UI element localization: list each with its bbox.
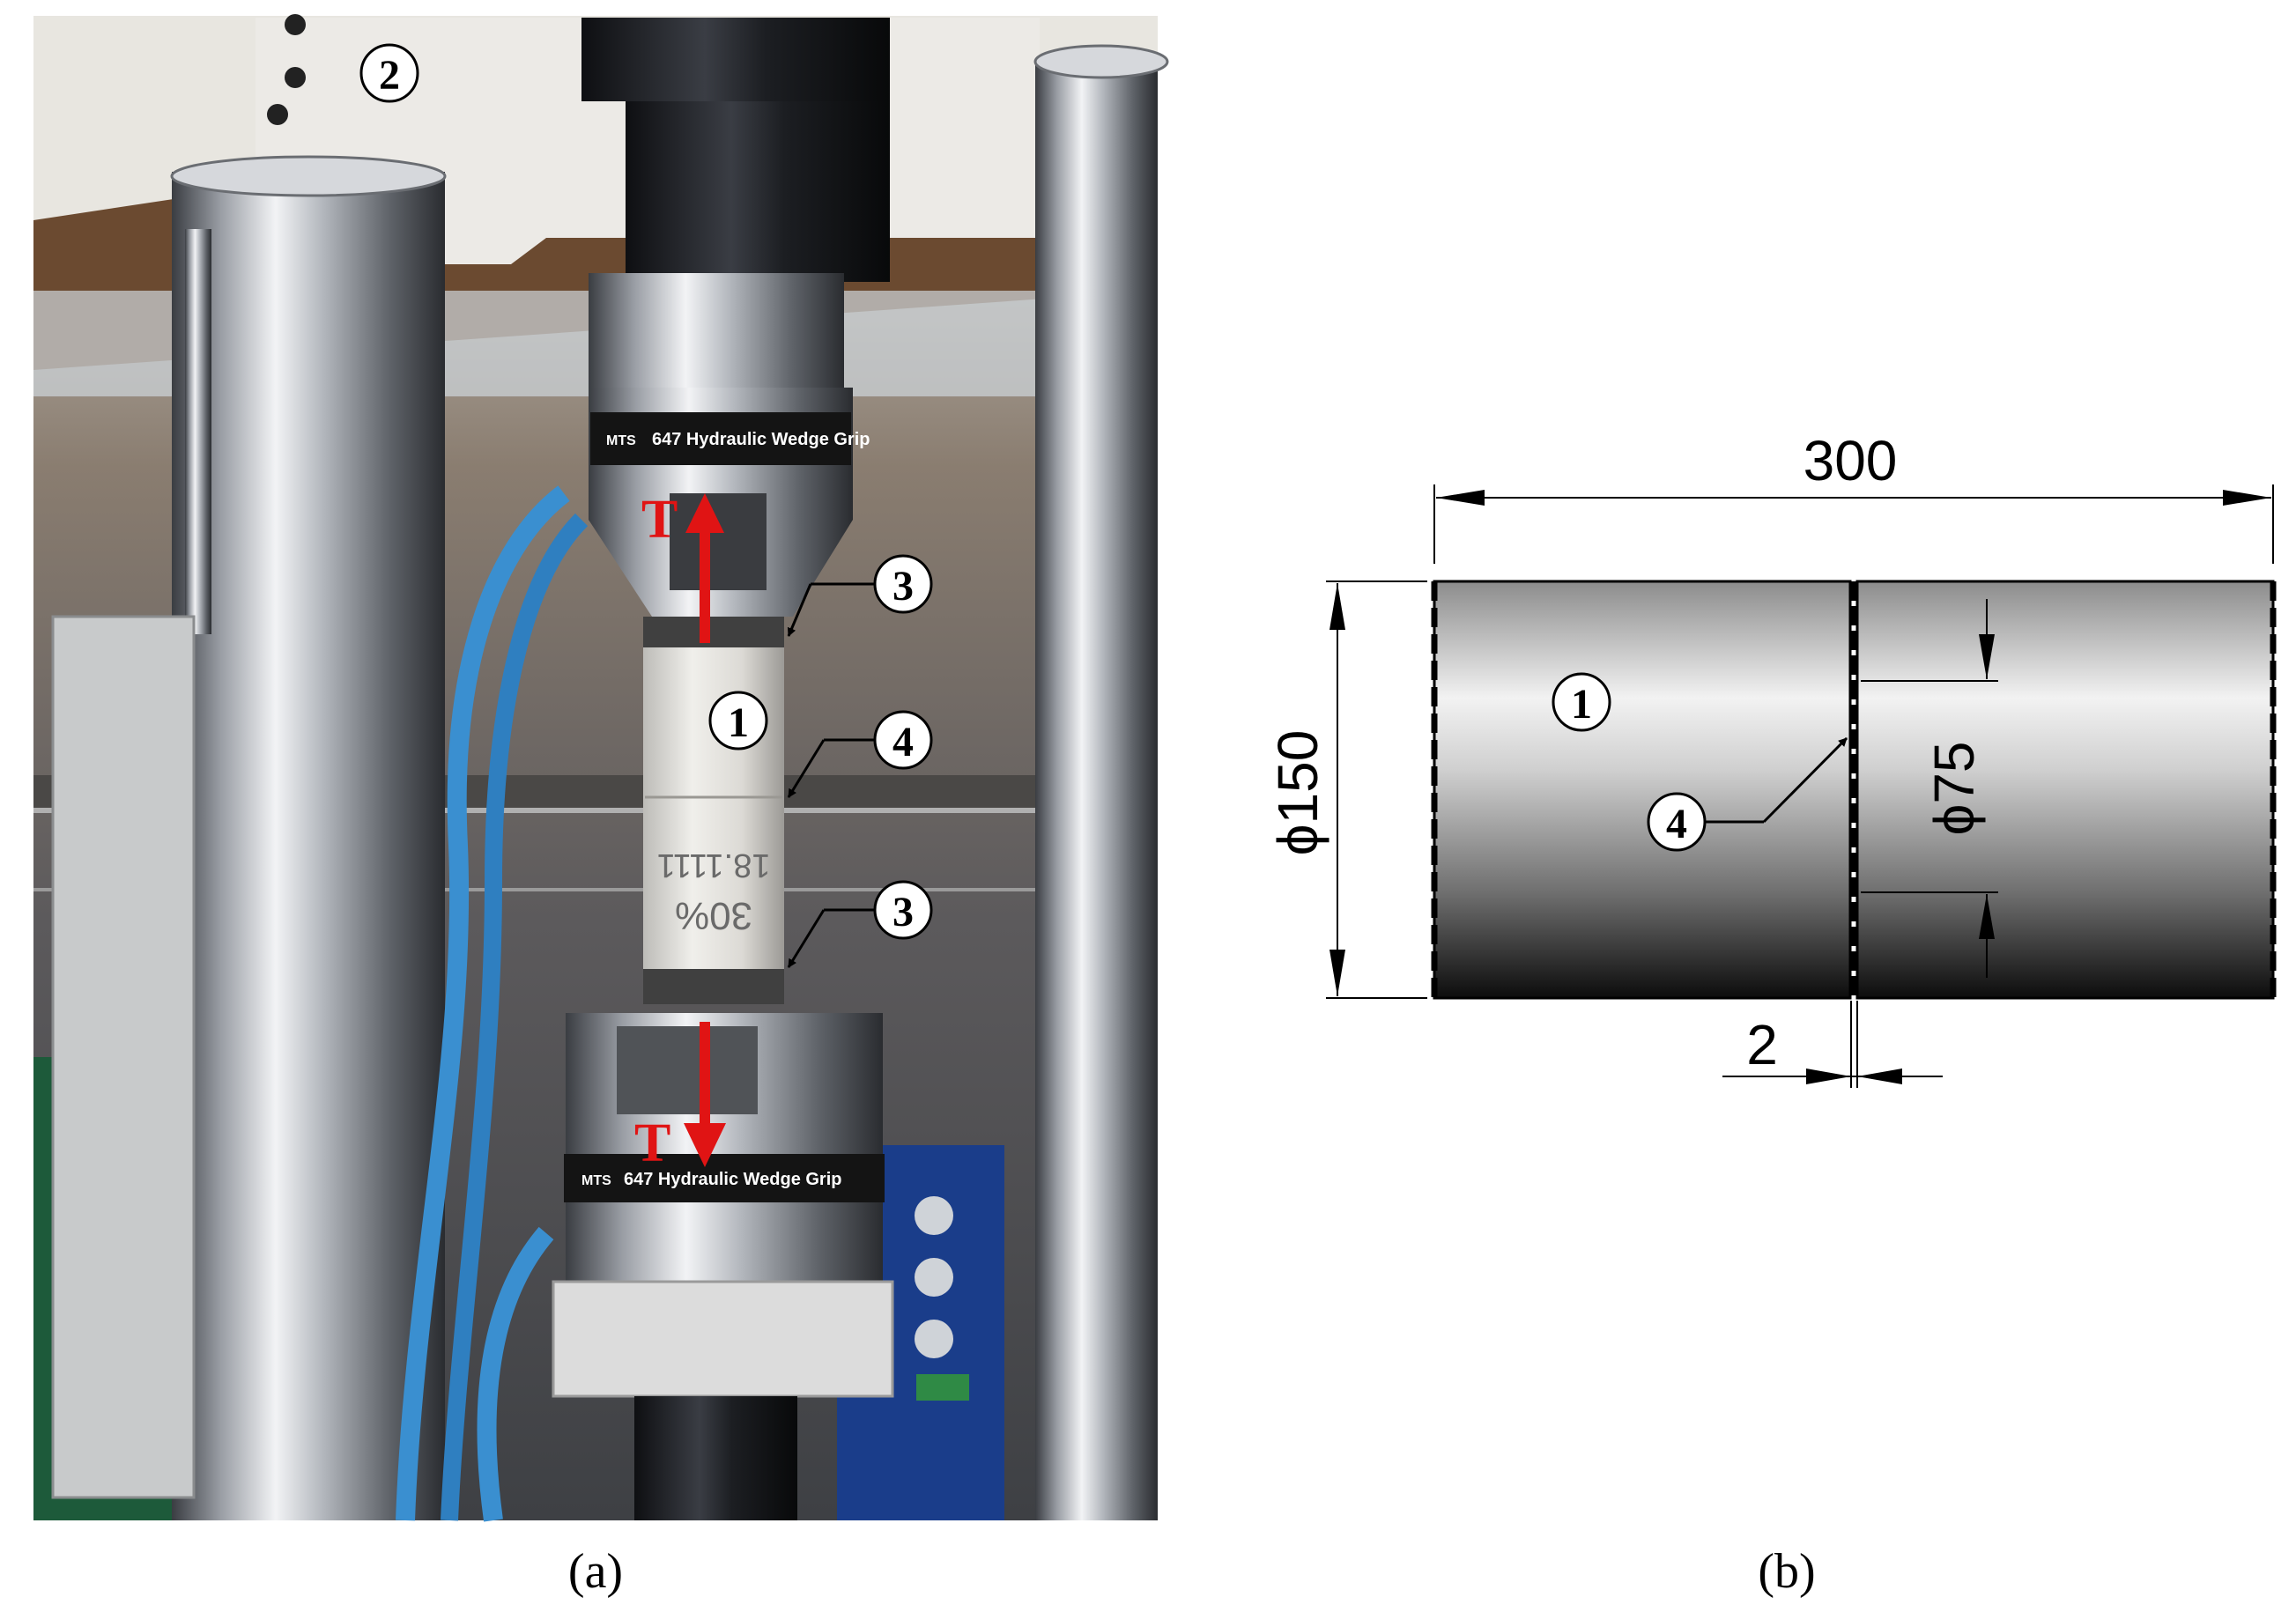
cabinet-dial-2 xyxy=(915,1258,953,1297)
specimen-marking-2: 30% xyxy=(675,894,752,937)
svg-text:1: 1 xyxy=(728,699,749,746)
svg-text:2: 2 xyxy=(379,52,400,99)
hydraulic-hose-3 xyxy=(477,1226,554,1522)
hydraulic-hose-2 xyxy=(441,513,589,1521)
callout-machine-frame: 2 xyxy=(359,43,419,103)
guide-cylinder xyxy=(51,615,196,1499)
force-arrow-bottom: T xyxy=(634,1022,726,1173)
load-cell xyxy=(634,1396,797,1520)
caption-b: (b) xyxy=(1758,1544,1815,1599)
frame-bolt-1 xyxy=(285,14,306,35)
guide-rod xyxy=(185,229,211,634)
specimen-core xyxy=(643,647,784,969)
cabinet-dial-1 xyxy=(915,1196,953,1235)
dim-150-label: ϕ150 xyxy=(1266,730,1329,856)
panel-b-drawing: 300 ϕ150 ϕ75 2 1 4 xyxy=(1266,429,2277,1088)
lower-grip-label: 647 Hydraulic Wedge Grip xyxy=(624,1170,842,1189)
right-column xyxy=(1035,62,1158,1520)
upper-grip-window xyxy=(670,493,767,590)
callout-cap-top: 3 xyxy=(787,554,933,637)
right-column-top xyxy=(1033,44,1169,79)
panel-a-photo: MTS 647 Hydraulic Wedge Grip 18.1111 30%… xyxy=(33,14,1169,1522)
caption-a: (a) xyxy=(568,1544,623,1599)
force-arrow-top: T xyxy=(641,490,724,643)
upper-grip-brand: MTS xyxy=(606,433,636,448)
cylinder-half-left xyxy=(1433,580,1852,1000)
cabinet-display xyxy=(916,1374,969,1401)
svg-text:3: 3 xyxy=(892,563,914,610)
callout-cap-bottom: 3 xyxy=(787,880,933,968)
lower-grip-brand: MTS xyxy=(581,1173,611,1188)
dim-2-label: 2 xyxy=(1746,1013,1778,1076)
cabinet-dial-3 xyxy=(915,1320,953,1358)
specimen-cap-bottom xyxy=(643,969,784,1004)
hydraulic-hose-1 xyxy=(396,485,570,1521)
frame-bolt-2 xyxy=(285,67,306,88)
force-label-bottom: T xyxy=(634,1113,670,1173)
cylinder-half-right xyxy=(1855,580,2275,1000)
dim-75-label: ϕ75 xyxy=(1922,741,1986,835)
frame-bolt-3 xyxy=(267,104,288,125)
upper-grip-collar xyxy=(589,273,844,388)
dim-2-arrow-left xyxy=(1806,1069,1851,1084)
specimen-marking-1: 18.1111 xyxy=(657,847,771,884)
specimen-cap-top xyxy=(643,617,784,650)
dim-75-arrow-top xyxy=(1979,634,1995,679)
lower-grip-base xyxy=(552,1280,894,1398)
lower-grip-band xyxy=(564,1154,885,1202)
lower-grip-window xyxy=(617,1026,758,1114)
dim-150-arrow-top xyxy=(1329,583,1345,630)
callout-b-notch: 4 xyxy=(1647,736,1848,852)
left-column xyxy=(172,172,445,1520)
actuator-ring xyxy=(581,18,890,101)
dim-150-arrow-bottom xyxy=(1329,950,1345,996)
callout-specimen: 1 xyxy=(708,691,768,751)
force-label-top: T xyxy=(641,490,678,550)
dim-2-arrow-right xyxy=(1857,1069,1902,1084)
dim-300-arrow-left xyxy=(1436,490,1485,506)
upper-grip-band xyxy=(590,412,851,465)
callout-b-specimen: 1 xyxy=(1552,672,1611,732)
dim-300-label: 300 xyxy=(1803,429,1898,492)
callout-notch: 4 xyxy=(787,710,933,798)
svg-text:4: 4 xyxy=(1666,801,1687,847)
svg-text:1: 1 xyxy=(1571,681,1592,728)
svg-text:4: 4 xyxy=(892,719,914,765)
dim-75-arrow-bottom xyxy=(1979,894,1995,939)
svg-text:3: 3 xyxy=(892,889,914,935)
upper-grip-label: 647 Hydraulic Wedge Grip xyxy=(652,430,870,449)
left-column-top xyxy=(170,155,447,197)
dim-300-arrow-right xyxy=(2223,490,2271,506)
